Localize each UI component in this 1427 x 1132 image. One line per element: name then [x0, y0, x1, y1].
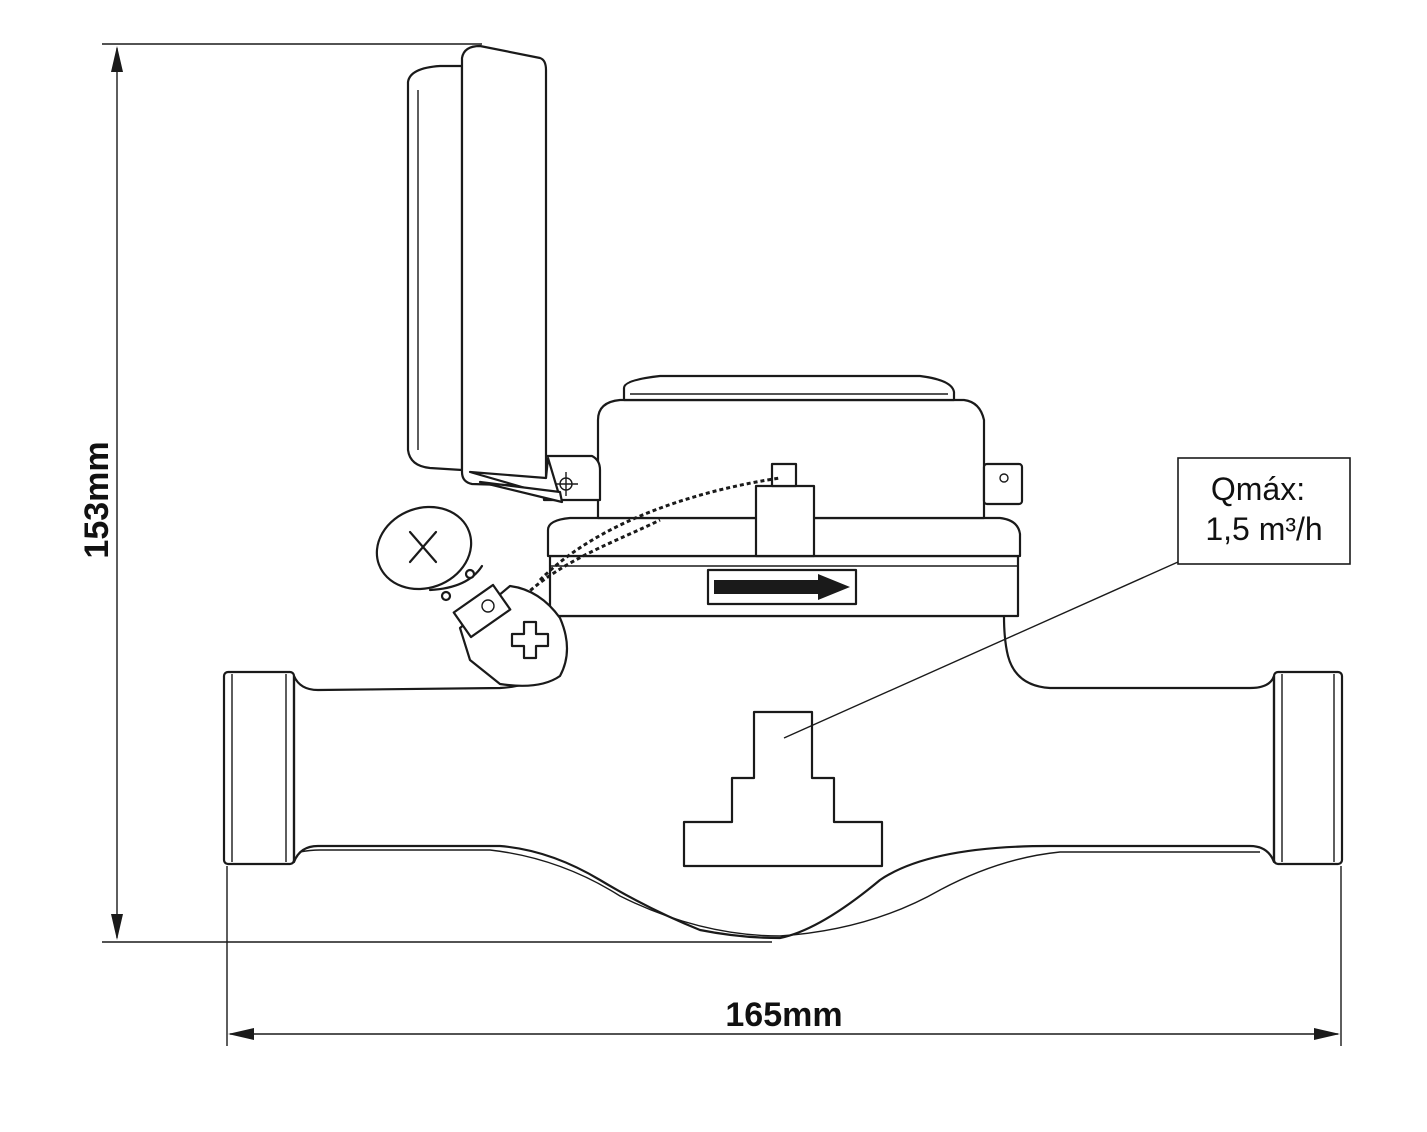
- height-arrow-bottom: [111, 914, 123, 940]
- wire-seal: [518, 476, 781, 602]
- seal-cap: [375, 505, 484, 602]
- width-arrow-left: [228, 1028, 254, 1040]
- flow-rate-callout: Qmáx: 1,5 m³/h: [783, 457, 1351, 739]
- callout-line-1: Qmáx:: [1211, 471, 1305, 507]
- width-dimension: 165mm: [226, 866, 1342, 1046]
- width-label: 165mm: [725, 996, 842, 1034]
- plug-cross-icon: [510, 620, 550, 660]
- meter-pipe-body: [222, 614, 1344, 940]
- height-arrow-top: [111, 46, 123, 72]
- stepped-nameplate: [682, 710, 884, 868]
- seal-plug: [452, 583, 569, 687]
- height-dimension: 153mm: [78, 43, 772, 943]
- flow-direction-arrow-icon: [714, 574, 850, 600]
- meter-housing: [542, 374, 1024, 618]
- callout-line-2: 1,5 m³/h: [1205, 511, 1322, 547]
- register-lid: [406, 44, 564, 504]
- height-label: 153mm: [78, 441, 116, 558]
- width-arrow-right: [1314, 1028, 1340, 1040]
